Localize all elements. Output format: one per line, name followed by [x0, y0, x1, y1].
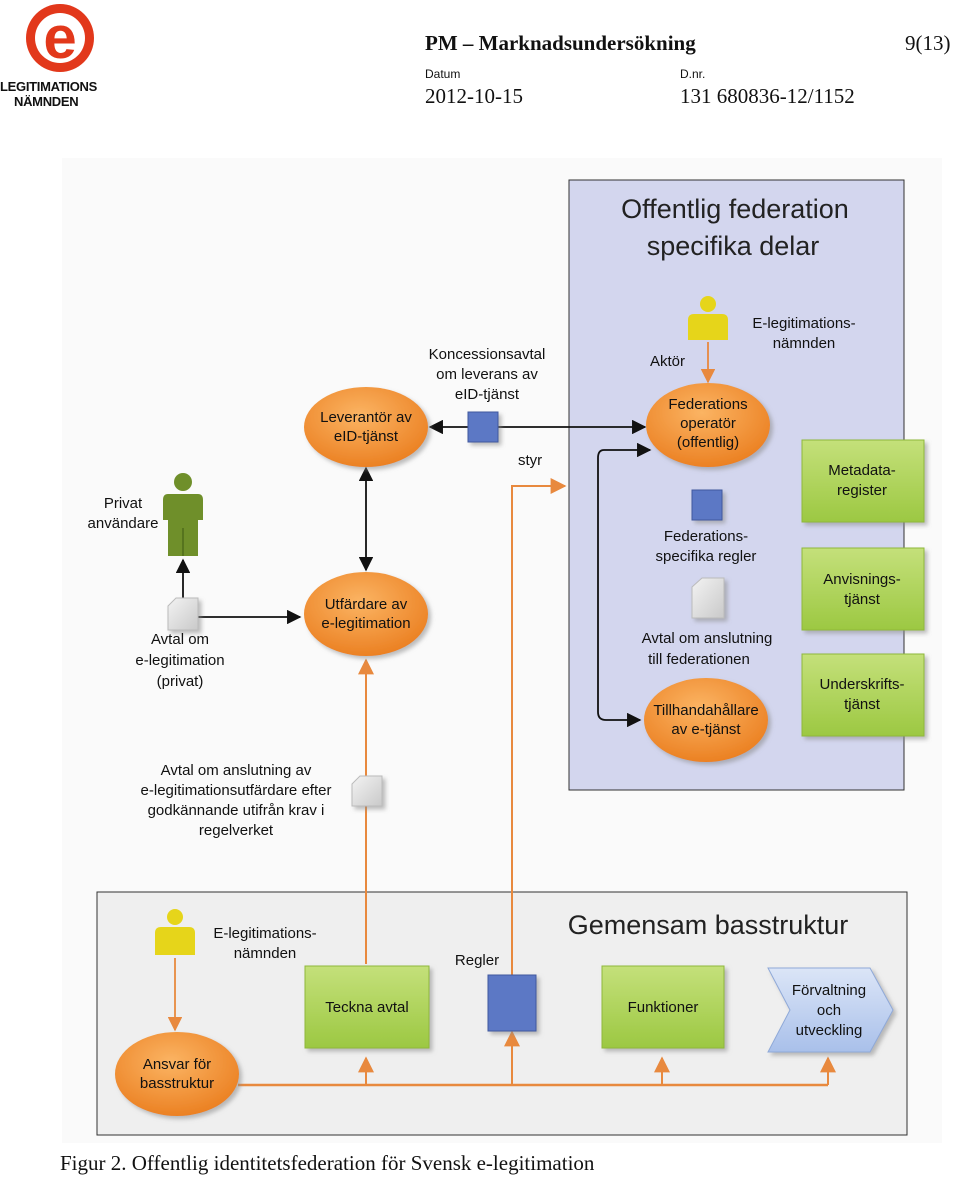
elegnamnd-top-line2: nämnden	[773, 335, 836, 352]
koncession-line3: eID-tjänst	[455, 386, 520, 403]
logo-letter: e	[43, 4, 76, 71]
tillhandahallare-node	[644, 678, 768, 762]
actor-label: Aktör	[650, 353, 685, 370]
leverantor-line2: eID-tjänst	[334, 428, 399, 445]
anvisning-line1: Anvisnings-	[823, 571, 901, 588]
fedregler-square	[691, 489, 723, 521]
metadata-line2: register	[837, 482, 887, 499]
logo-text-line1: LEGITIMATIONS	[0, 79, 97, 94]
federation-title-line1: Offentlig federation	[621, 194, 849, 224]
avtal-privat-line3: (privat)	[157, 673, 204, 690]
forvaltning-line2: och	[817, 1002, 841, 1019]
styr-label: styr	[518, 452, 542, 469]
leverantor-node	[304, 387, 428, 467]
private-user-icon	[163, 473, 203, 556]
ansvar-line2: basstruktur	[140, 1075, 214, 1092]
underskrift-box	[801, 653, 925, 737]
anvisning-line2: tjänst	[844, 591, 881, 608]
regler-styr-line	[511, 478, 567, 975]
avtal-utf-line3: godkännande utifrån krav i	[148, 802, 325, 819]
federation-diagram: Offentlig federation specifika delar Gem…	[87, 179, 925, 1136]
avtal-fed-doc	[691, 577, 725, 619]
forvaltning-line3: utveckling	[796, 1022, 863, 1039]
avtal-privat-doc	[167, 597, 199, 631]
koncession-line2: om leverans av	[436, 366, 538, 383]
metadata-box	[801, 439, 925, 523]
date-label: Datum	[425, 67, 461, 81]
ansvar-line1: Ansvar för	[143, 1056, 211, 1073]
elegnamnd-bottom-line1: E-legitimations-	[213, 925, 316, 942]
funktioner-box	[601, 965, 725, 1049]
logo: e	[26, 4, 94, 72]
utfardare-line2: e-legitimation	[321, 615, 410, 632]
tillhandahallare-line1: Tillhandahållare	[653, 702, 758, 719]
base-structure-title: Gemensam basstruktur	[568, 910, 849, 940]
avtal-fed-line1: Avtal om anslutning	[642, 630, 773, 647]
teckna-avtal-box	[304, 965, 430, 1049]
ansvar-node	[115, 1032, 239, 1116]
utfardare-line1: Utfärdare av	[325, 596, 408, 613]
fedregler-line1: Federations-	[664, 528, 748, 545]
federation-bracket	[597, 442, 652, 728]
avtal-utf-line4: regelverket	[199, 822, 274, 839]
actor-bottom-icon	[155, 909, 195, 955]
underskrift-line2: tjänst	[844, 696, 881, 713]
page-number: 9(13)	[905, 31, 951, 55]
utfardare-node	[304, 572, 428, 656]
avtal-utf-line2: e-legitimationsutfärdare efter	[141, 782, 332, 799]
document-title: PM – Marknadsundersökning	[425, 31, 696, 55]
koncession-line1: Koncessionsavtal	[429, 346, 546, 363]
underskrift-line1: Underskrifts-	[819, 676, 904, 693]
dnr-label: D.nr.	[680, 67, 706, 81]
forvaltning-line1: Förvaltning	[792, 982, 866, 999]
tillhandahallare-line2: av e-tjänst	[671, 721, 741, 738]
forvaltning-chevron	[767, 967, 894, 1053]
avtal-fed-line2: till federationen	[648, 651, 750, 668]
avtal-utf-doc	[351, 775, 383, 807]
logo-text-line2: NÄMNDEN	[14, 94, 79, 109]
privat-line2: användare	[88, 515, 159, 532]
dnr-value: 131 680836-12/1152	[680, 84, 855, 108]
elegnamnd-top-line1: E-legitimations-	[752, 315, 855, 332]
anvisning-box	[801, 547, 925, 631]
avtal-privat-line2: e-legitimation	[135, 652, 224, 669]
federationsoperator-line3: (offentlig)	[677, 434, 739, 451]
actor-top-icon	[688, 296, 728, 340]
metadata-line1: Metadata-	[828, 462, 896, 479]
figure-caption: Figur 2. Offentlig identitetsfederation …	[60, 1151, 595, 1175]
elegnamnd-bottom-line2: nämnden	[234, 945, 297, 962]
regler-square	[487, 974, 537, 1032]
date-value: 2012-10-15	[425, 84, 523, 108]
fedregler-line2: specifika regler	[656, 548, 757, 565]
leverantor-line1: Leverantör av	[320, 409, 412, 426]
federationsoperator-line2: operatör	[680, 415, 736, 432]
koncession-square	[467, 411, 499, 443]
federationsoperator-line1: Federations	[668, 396, 747, 413]
federation-title-line2: specifika delar	[647, 231, 820, 261]
regler-label: Regler	[455, 952, 499, 969]
teckna-avtal-label: Teckna avtal	[325, 999, 408, 1016]
funktioner-label: Funktioner	[628, 999, 699, 1016]
privat-line1: Privat	[104, 495, 143, 512]
avtal-utf-line1: Avtal om anslutning av	[161, 762, 312, 779]
avtal-privat-line1: Avtal om	[151, 631, 209, 648]
federationsoperator-node	[646, 383, 770, 467]
